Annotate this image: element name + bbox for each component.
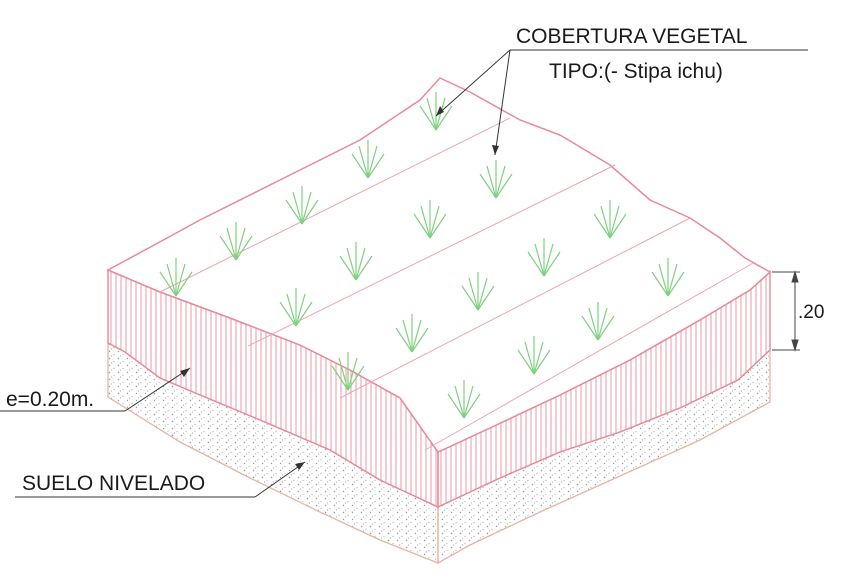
grass-tuft-icon	[581, 302, 615, 341]
top-surface	[106, 77, 772, 453]
grass-tuft-icon	[413, 200, 447, 239]
grass-tuft-icon	[517, 336, 551, 375]
cover-type: TIPO:(- Stipa ichu)	[549, 60, 723, 83]
grass-tuft-icon	[219, 222, 253, 261]
furrow-line	[159, 117, 511, 293]
grass-tuft-icon	[527, 238, 561, 277]
grass-tuft-icon	[651, 258, 685, 297]
furrow-line	[247, 164, 616, 347]
arrowhead	[295, 462, 305, 470]
cover-title: COBERTURA VEGETAL	[516, 25, 747, 48]
grass-tuft-icon	[279, 288, 313, 327]
arrowhead	[492, 145, 499, 155]
furrow-lines	[159, 117, 756, 451]
ground-leader	[254, 461, 306, 498]
grass-tuft-icon	[461, 272, 495, 311]
grass-tuft-icon	[331, 352, 365, 391]
leader-lines	[0, 49, 808, 498]
grass-tuft-icon	[479, 160, 513, 199]
dimension-label: .20	[798, 302, 824, 323]
arrowhead	[180, 368, 190, 377]
thickness-leader	[124, 367, 191, 412]
ground-label: SUELO NIVELADO	[22, 472, 205, 495]
cover-leader-2	[494, 49, 511, 156]
furrow-line	[339, 217, 691, 399]
dimension-arrow-top	[791, 270, 799, 283]
grass-tuft-icon	[395, 314, 429, 353]
grass-tufts	[159, 92, 685, 419]
arrowhead	[436, 106, 444, 116]
leader-arrowheads	[180, 106, 499, 470]
grass-tuft-icon	[159, 258, 193, 297]
dimension-arrow-bottom	[791, 339, 799, 352]
grass-tuft-icon	[285, 186, 319, 225]
furrow-line	[424, 261, 756, 451]
grass-tuft-icon	[447, 380, 481, 419]
thickness-dimension	[772, 270, 800, 352]
grass-tuft-icon	[351, 140, 385, 179]
grass-tuft-icon	[339, 242, 373, 281]
thickness-label: e=0.20m.	[6, 388, 94, 411]
grass-tuft-icon	[593, 200, 627, 239]
grass-tuft-icon	[419, 92, 453, 131]
cover-leader-1	[435, 49, 511, 117]
